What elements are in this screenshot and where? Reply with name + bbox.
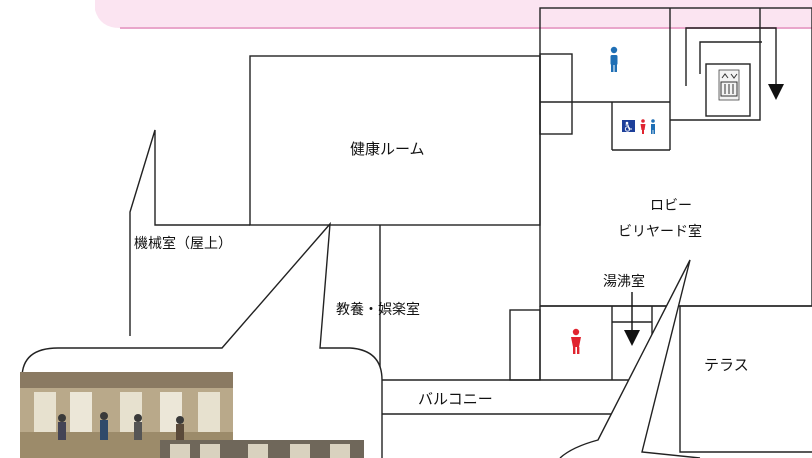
room-label-health: 健康ルーム bbox=[350, 140, 425, 158]
lower-left-niche bbox=[509, 309, 541, 381]
room-label-lobby: ロビー bbox=[650, 198, 692, 214]
elevator-icon bbox=[718, 69, 740, 101]
male-toilet-icon bbox=[610, 46, 618, 72]
room-label-machine: 機械室（屋上） bbox=[134, 235, 232, 252]
room-label-recreation: 教養・娯楽室 bbox=[336, 301, 420, 318]
stairs-down-arrow-icon bbox=[768, 84, 784, 100]
stair-inner-run bbox=[699, 41, 762, 74]
kitchen-pointer-arrow-icon bbox=[624, 330, 640, 346]
female-toilet-icon bbox=[571, 328, 581, 354]
terrace-outline bbox=[679, 306, 812, 453]
machine-room-wall bbox=[129, 129, 250, 336]
room-label-terrace: テラス bbox=[704, 356, 749, 374]
elevator-box bbox=[705, 63, 751, 117]
accessible-toilet-icon bbox=[622, 119, 655, 134]
room-photo bbox=[20, 372, 233, 458]
toilet-niche bbox=[539, 53, 573, 135]
elevator-shaft bbox=[670, 8, 761, 121]
lobby-block-outline bbox=[539, 7, 812, 307]
stair-outer-run bbox=[685, 27, 777, 86]
room-label-balcony: バルコニー bbox=[418, 390, 493, 408]
room-photo-2 bbox=[160, 440, 364, 458]
room-label-kitchen: 湯沸室 bbox=[603, 273, 645, 290]
lobby-callout bbox=[559, 259, 701, 458]
header-banner bbox=[95, 0, 812, 28]
room-label-billiards: ビリヤード室 bbox=[618, 223, 702, 240]
